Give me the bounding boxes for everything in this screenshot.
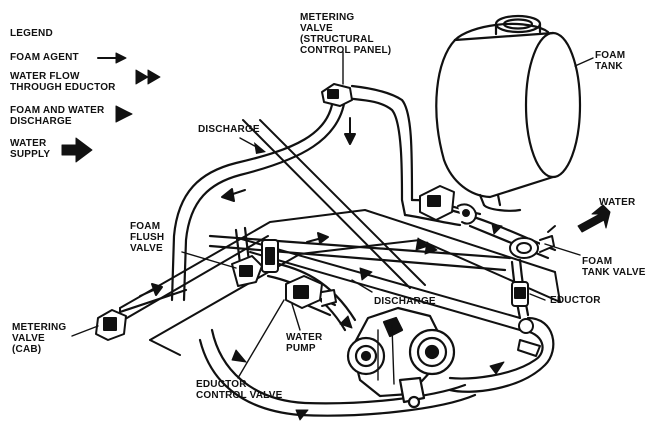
foam-tank-valve (509, 225, 556, 259)
cab-metering-valve (95, 309, 127, 341)
label-discharge-mid: DISCHARGE (374, 296, 436, 307)
eductor-body (511, 281, 541, 357)
foam-flush-valve-body (231, 239, 279, 287)
label-eductor: EDUCTOR (550, 295, 601, 306)
label-metering-valve-cab: METERING VALVE (CAB) (12, 322, 67, 355)
foam-tank-shutoff (419, 185, 477, 225)
thick-block-arrow-icon (61, 137, 93, 163)
label-foam-tank-valve: FOAM TANK VALVE (582, 256, 646, 278)
foam-tank-leader (574, 57, 594, 67)
leader-lines (71, 137, 581, 379)
eductor-control-valve-body (285, 275, 337, 309)
water-pump-assembly (346, 306, 456, 409)
label-foam-tank: FOAM TANK (595, 50, 626, 72)
label-metering-valve-structural: METERING VALVE (STRUCTURAL CONTROL PANEL… (300, 12, 392, 56)
single-thin-arrow-icon (97, 52, 127, 64)
structural-metering-valve (321, 51, 353, 107)
legend-foam-water-discharge-label: FOAM AND WATER DISCHARGE (10, 105, 105, 127)
foam-tank (435, 14, 582, 212)
label-foam-flush-valve: FOAM FLUSH VALVE (130, 221, 165, 254)
legend-water-flow-label: WATER FLOW THROUGH EDUCTOR (10, 71, 116, 93)
double-arrowhead-icon (135, 69, 161, 85)
label-water-pump: WATER PUMP (286, 332, 323, 354)
legend-foam-agent-label: FOAM AGENT (10, 52, 79, 63)
label-discharge-top: DISCHARGE (198, 124, 260, 135)
label-eductor-control-valve: EDUCTOR CONTROL VALVE (196, 379, 283, 401)
frame-rails (119, 209, 561, 356)
legend-water-supply-label: WATER SUPPLY (10, 138, 51, 160)
flow-arrows (139, 117, 505, 421)
water-supply-arrow (577, 204, 611, 233)
solid-triangle-arrow-icon (115, 105, 133, 123)
label-water: WATER (599, 197, 636, 208)
legend-title: LEGEND (10, 28, 53, 39)
